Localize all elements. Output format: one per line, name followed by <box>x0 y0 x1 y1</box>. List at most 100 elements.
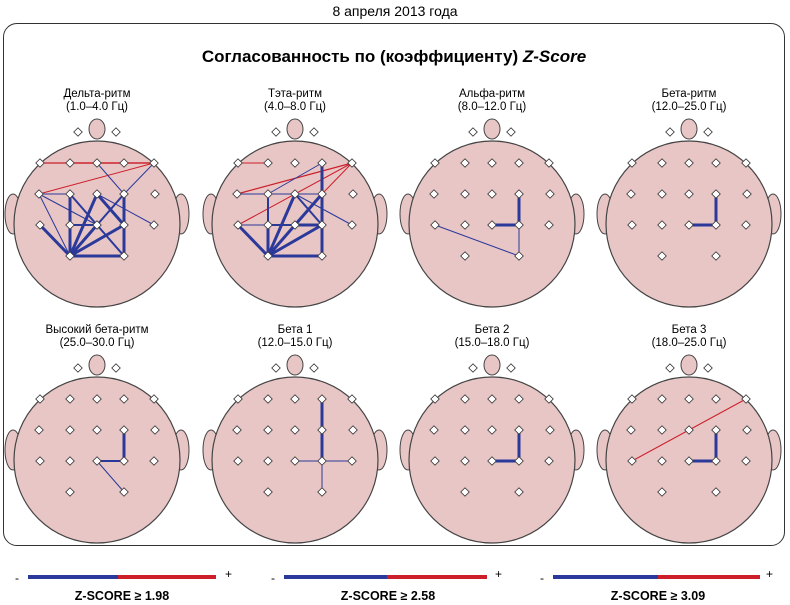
electrode-marker <box>487 189 497 199</box>
coherence-link <box>69 193 98 226</box>
electrode-marker <box>92 189 102 199</box>
legend-plus: + <box>766 567 774 581</box>
electrode-marker <box>34 425 44 435</box>
head-map-3 <box>399 118 585 308</box>
legend-bar-positive <box>387 575 487 579</box>
nose-shape <box>680 118 698 140</box>
head-range: (15.0–18.0 Гц) <box>454 337 530 349</box>
electrode-marker <box>263 425 273 435</box>
electrode-marker <box>657 220 667 230</box>
electrode-marker <box>65 158 75 168</box>
electrode-marker <box>348 189 358 199</box>
head-name: Тэта-ритм <box>268 88 322 100</box>
electrode-marker <box>65 487 75 497</box>
electrode-marker <box>263 487 273 497</box>
electrode-marker <box>711 189 721 199</box>
electrode-marker <box>460 456 470 466</box>
electrode-marker <box>290 425 300 435</box>
electrode-marker <box>429 425 439 435</box>
coherence-link <box>294 193 353 226</box>
electrode-marker <box>119 220 129 230</box>
electrode-marker <box>741 158 751 168</box>
coherence-link <box>266 223 324 258</box>
electrode-marker <box>92 456 102 466</box>
electrode-marker <box>460 425 470 435</box>
electrode-marker <box>317 158 327 168</box>
electrode-marker <box>711 487 721 497</box>
head-map-5 <box>4 354 190 544</box>
electrode-marker <box>487 220 497 230</box>
electrode-marker <box>150 425 160 435</box>
electrode-marker <box>92 158 102 168</box>
electrode-marker <box>665 127 675 137</box>
electrode-marker <box>119 251 129 261</box>
nose-shape <box>483 118 501 140</box>
coherence-link <box>38 223 72 258</box>
electrode-marker <box>92 394 102 404</box>
head-label-beta1: Бета 1 (12.0–15.0 Гц) <box>205 324 385 350</box>
electrode-marker <box>487 394 497 404</box>
electrode-marker <box>657 425 667 435</box>
electrode-marker <box>233 394 243 404</box>
electrode-marker <box>487 456 497 466</box>
electrode-marker <box>309 363 319 373</box>
head-label-beta3: Бета 3 (18.0–25.0 Гц) <box>599 324 779 350</box>
electrode-marker <box>119 158 129 168</box>
nose-shape <box>680 354 698 376</box>
coherence-link <box>96 460 125 493</box>
electrode-marker <box>65 251 75 261</box>
electrode-marker <box>35 394 45 404</box>
electrode-marker <box>711 251 721 261</box>
coherence-link <box>123 162 155 195</box>
head-range: (25.0–30.0 Гц) <box>59 337 135 349</box>
electrode-marker <box>684 158 694 168</box>
electrode-marker <box>514 189 524 199</box>
nose-shape <box>88 118 106 140</box>
head-name: Бета-ритм <box>661 88 717 100</box>
electrode-marker <box>657 251 667 261</box>
electrode-marker <box>430 394 440 404</box>
head-label-beta2: Бета 2 (15.0–18.0 Гц) <box>402 324 582 350</box>
coherence-link <box>293 192 324 227</box>
electrode-marker <box>35 456 45 466</box>
electrode-marker <box>742 425 752 435</box>
coherence-link <box>38 193 98 226</box>
title-main: Согласованность по (коэффициенту) <box>201 47 519 66</box>
legend-label: Z-SCORE ≥ 1.98 <box>74 589 170 603</box>
electrode-marker <box>92 425 102 435</box>
electrode-marker <box>711 158 721 168</box>
coherence-link <box>96 162 125 195</box>
electrode-marker <box>460 220 470 230</box>
legend-minus: - <box>540 571 544 585</box>
head-range: (18.0–25.0 Гц) <box>651 337 727 349</box>
nose-shape <box>88 354 106 376</box>
electrode-marker <box>149 456 159 466</box>
legend-plus: + <box>495 567 503 581</box>
coherence-link <box>96 193 125 226</box>
electrode-marker <box>149 220 159 230</box>
electrode-marker <box>119 394 129 404</box>
electrode-marker <box>111 127 121 137</box>
electrode-marker <box>232 189 242 199</box>
electrode-marker <box>263 251 273 261</box>
electrode-marker <box>430 158 440 168</box>
electrode-marker <box>233 456 243 466</box>
electrode-marker <box>506 127 516 137</box>
electrode-marker <box>711 456 721 466</box>
report-date: 8 апреля 2013 года <box>332 3 458 19</box>
electrode-marker <box>347 394 357 404</box>
coherence-link <box>266 223 297 258</box>
electrode-marker <box>233 158 243 168</box>
coherence-link <box>38 193 71 257</box>
legend-minus: - <box>271 571 275 585</box>
head-map-6 <box>202 354 388 544</box>
electrode-marker <box>657 158 667 168</box>
electrode-marker <box>317 487 327 497</box>
coherence-link <box>68 223 99 258</box>
coherence-link <box>96 224 125 257</box>
electrode-marker <box>111 363 121 373</box>
electrode-marker <box>684 456 694 466</box>
electrode-marker <box>263 394 273 404</box>
electrode-marker <box>430 220 440 230</box>
electrode-marker <box>741 394 751 404</box>
